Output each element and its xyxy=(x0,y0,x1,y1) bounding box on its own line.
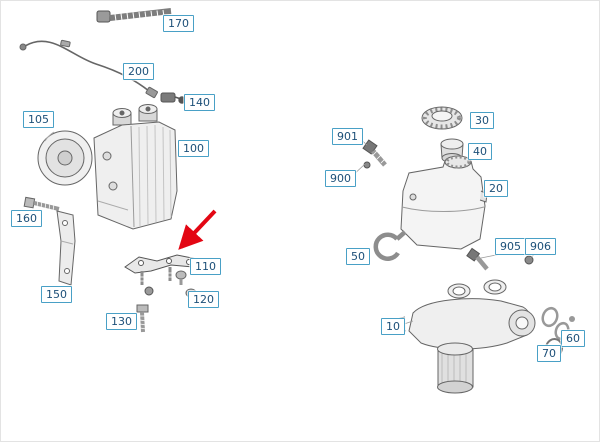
pointer-arrow xyxy=(178,209,217,250)
master-cylinder-drawing xyxy=(396,279,536,394)
part-label-100[interactable]: 100 xyxy=(178,140,209,157)
part-label-160[interactable]: 160 xyxy=(11,210,42,227)
cable-drawing xyxy=(19,39,158,99)
part-label-70[interactable]: 70 xyxy=(537,345,561,362)
part-label-30[interactable]: 30 xyxy=(470,112,494,129)
clip-50-drawing xyxy=(373,230,407,261)
sensor-905-drawing xyxy=(466,247,534,271)
part-label-906[interactable]: 906 xyxy=(525,238,556,255)
abs-unit-drawing xyxy=(93,104,178,230)
bracket-110-drawing xyxy=(124,254,198,296)
bracket-150-drawing xyxy=(56,210,76,286)
part-label-200[interactable]: 200 xyxy=(123,63,154,80)
part-label-60[interactable]: 60 xyxy=(561,330,585,347)
part-label-170[interactable]: 170 xyxy=(163,15,194,32)
part-label-140[interactable]: 140 xyxy=(184,94,215,111)
sensor-901-drawing xyxy=(362,139,387,169)
part-label-130[interactable]: 130 xyxy=(106,313,137,330)
part-label-150[interactable]: 150 xyxy=(41,286,72,303)
cap-30-drawing xyxy=(421,106,463,130)
part-label-50[interactable]: 50 xyxy=(346,248,370,265)
part-label-105[interactable]: 105 xyxy=(23,111,54,128)
sensor-140-drawing xyxy=(160,92,186,104)
part-label-120[interactable]: 120 xyxy=(188,291,219,308)
reservoir-20-drawing xyxy=(400,155,488,250)
part-label-10[interactable]: 10 xyxy=(381,318,405,335)
capsule-105-drawing xyxy=(37,130,93,186)
cable-tie-drawing xyxy=(96,8,172,23)
part-label-900[interactable]: 900 xyxy=(325,170,356,187)
part-label-901[interactable]: 901 xyxy=(332,128,363,145)
bolt-130-drawing xyxy=(136,304,149,333)
part-label-905[interactable]: 905 xyxy=(495,238,526,255)
part-label-40[interactable]: 40 xyxy=(468,143,492,160)
part-label-20[interactable]: 20 xyxy=(484,180,508,197)
part-label-110[interactable]: 110 xyxy=(190,258,221,275)
bolt-160-drawing xyxy=(23,196,60,212)
